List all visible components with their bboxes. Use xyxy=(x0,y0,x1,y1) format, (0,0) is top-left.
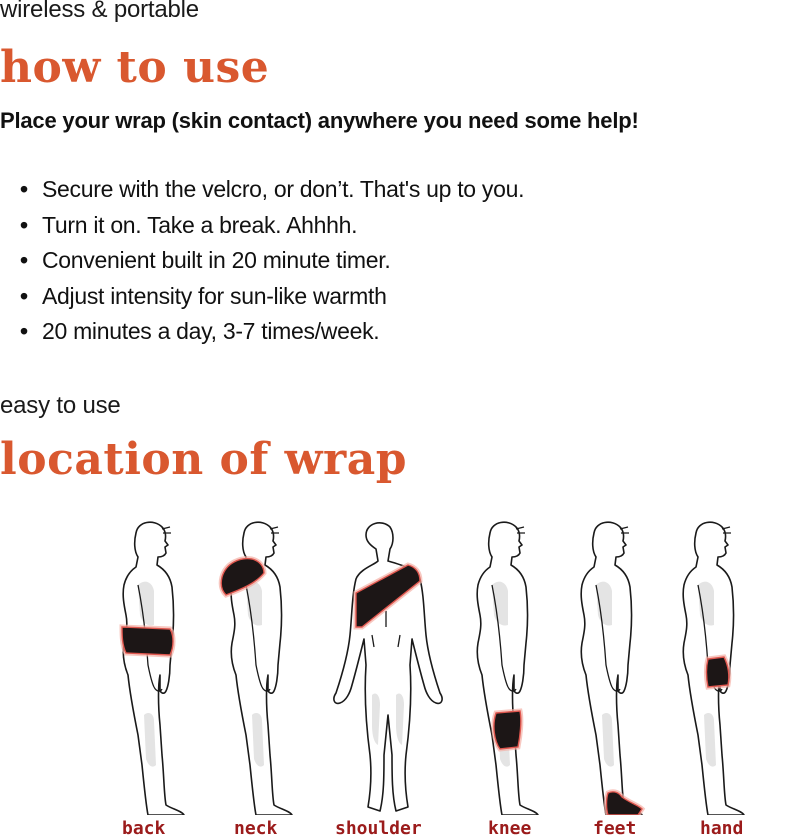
wrap-hand-icon xyxy=(705,656,730,688)
list-item: • Secure with the velcro, or don’t. That'… xyxy=(20,172,524,208)
figure-knee xyxy=(476,521,539,815)
figure-feet xyxy=(580,521,646,815)
wrap-neck-icon xyxy=(220,557,265,596)
label-feet: feet xyxy=(593,818,637,839)
bullet-text: 20 minutes a day, 3-7 times/week. xyxy=(42,318,380,344)
bullet-icon: • xyxy=(20,282,28,309)
subtitle-wireless: wireless & portable xyxy=(0,0,199,23)
label-neck: neck xyxy=(234,818,278,839)
label-shoulder: shoulder xyxy=(335,818,422,839)
bullet-icon: • xyxy=(20,176,28,202)
label-back: back xyxy=(122,818,166,839)
bullet-text: Convenient built in 20 minute timer. xyxy=(42,247,391,273)
wrap-back-icon xyxy=(121,626,174,656)
list-item: • Convenient built in 20 minute timer. xyxy=(20,243,524,279)
wrap-feet-icon xyxy=(605,791,643,815)
label-knee: knee xyxy=(488,818,532,839)
bullet-text: Adjust intensity for sun-like warmth xyxy=(42,282,387,309)
figure-shoulder xyxy=(333,522,443,812)
figure-neck xyxy=(218,521,293,815)
heading-how-to-use: how to use xyxy=(0,42,270,93)
usage-bullet-list: • Secure with the velcro, or don’t. That'… xyxy=(20,172,524,350)
bullet-text: Turn it on. Take a break. Ahhhh. xyxy=(42,211,358,238)
wrap-location-figures xyxy=(119,521,745,815)
figure-hand xyxy=(682,521,745,815)
wrap-knee-icon xyxy=(493,710,522,750)
list-item: • 20 minutes a day, 3-7 times/week. xyxy=(20,314,524,350)
list-item: • Adjust intensity for sun-like warmth xyxy=(20,279,524,315)
bullet-icon: • xyxy=(20,318,28,344)
figure-back xyxy=(119,521,185,815)
lead-text: Place your wrap (skin contact) anywhere … xyxy=(0,108,639,133)
heading-location-of-wrap: location of wrap xyxy=(0,434,407,485)
list-item: • Turn it on. Take a break. Ahhhh. xyxy=(20,208,524,244)
wrap-shoulder-icon xyxy=(355,564,421,628)
bullet-icon: • xyxy=(20,247,28,273)
bullet-text: Secure with the velcro, or don’t. That's… xyxy=(42,176,525,202)
label-hand: hand xyxy=(700,818,744,839)
bullet-icon: • xyxy=(20,211,28,238)
subtitle-easy-to-use: easy to use xyxy=(0,392,121,419)
